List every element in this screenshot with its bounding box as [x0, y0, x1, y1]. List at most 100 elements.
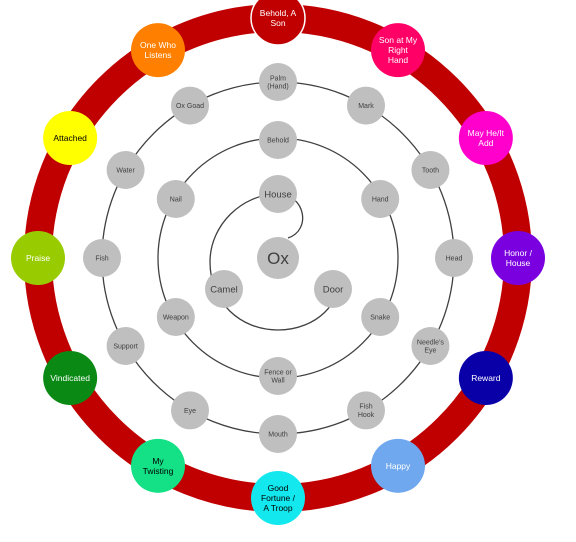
- second-ring-node-label: Weapon: [163, 314, 189, 321]
- outer-node-circle: [250, 0, 306, 46]
- third-ring-node: Eye: [171, 391, 209, 430]
- outer-node: Attached: [43, 111, 98, 165]
- inner-node-label: House: [264, 189, 291, 200]
- second-ring-node: Behold: [259, 121, 297, 159]
- third-ring-node-circle: [435, 239, 473, 277]
- inner-node-label: Camel: [210, 284, 237, 295]
- outer-node-circle: [43, 351, 98, 405]
- second-ring-node-circle: [361, 298, 400, 336]
- outer-node-circle: [371, 23, 425, 78]
- second-ring-node: Hand: [361, 180, 400, 218]
- center-node: Ox: [257, 237, 299, 279]
- second-ring-node-label: Behold: [267, 137, 289, 144]
- center-node-circle: [257, 237, 299, 279]
- second-ring-node: Weapon: [156, 298, 195, 336]
- outer-node-circle: [371, 438, 425, 493]
- outer-node-circle: [43, 111, 98, 165]
- third-ring-node-circle: [411, 327, 450, 365]
- second-ring-node-circle: [259, 357, 297, 395]
- outer-node-label: Honor /House: [504, 248, 533, 268]
- inner-node-label: Door: [323, 284, 344, 295]
- outer-node-label: Praise: [26, 253, 50, 263]
- outer-node-label: Vindicated: [50, 373, 90, 383]
- third-ring-node-label: Ox Goad: [176, 103, 204, 110]
- outer-node: Happy: [371, 438, 425, 493]
- third-ring-node: Head: [435, 239, 473, 277]
- outer-node: Honor /House: [491, 231, 545, 285]
- second-ring-node-circle: [156, 298, 195, 336]
- outer-node-circle: [251, 471, 305, 525]
- third-ring-node: Palm(Hand): [259, 63, 297, 101]
- outer-node-circle: [11, 231, 65, 285]
- inner-node: Camel: [205, 270, 243, 308]
- third-ring-node-circle: [83, 239, 121, 277]
- outer-node: Vindicated: [43, 351, 98, 405]
- outer-node-circle: [131, 23, 185, 78]
- center-node-label: Ox: [267, 249, 289, 268]
- third-ring-node-circle: [259, 415, 297, 453]
- third-ring-node-circle: [171, 86, 209, 125]
- third-ring-node-label: Support: [113, 343, 138, 350]
- second-ring-node: Nail: [156, 180, 195, 218]
- outer-node-circle: [131, 438, 185, 493]
- second-ring-node-label: Hand: [372, 196, 389, 203]
- third-ring-node-circle: [106, 151, 145, 189]
- third-ring-node-label: Mouth: [268, 431, 288, 438]
- second-ring-node-circle: [156, 180, 195, 218]
- third-ring-node: Support: [106, 327, 145, 365]
- third-ring-node-circle: [259, 63, 297, 101]
- third-ring-node-label: Head: [446, 255, 463, 262]
- third-ring-node: Water: [106, 151, 145, 189]
- outer-node-circle: [458, 351, 513, 405]
- second-ring-node-circle: [361, 180, 400, 218]
- third-ring-node-label: Eye: [184, 408, 196, 415]
- third-ring-node: Fish: [83, 239, 121, 277]
- second-ring-node-circle: [259, 121, 297, 159]
- third-ring-node: Ox Goad: [171, 86, 209, 125]
- third-ring-node-circle: [411, 151, 450, 189]
- third-ring-node-label: Tooth: [422, 167, 439, 174]
- outer-node-label: Reward: [471, 373, 501, 383]
- outer-node-circle: [491, 231, 545, 285]
- third-ring-node-label: Palm(Hand): [267, 75, 288, 90]
- third-ring-node-label: Fish: [95, 255, 108, 262]
- third-ring-node-circle: [171, 391, 209, 430]
- third-ring-node-label: Water: [116, 167, 135, 174]
- third-ring-node: Mark: [347, 86, 385, 125]
- inner-node: House: [259, 175, 297, 213]
- inner-node: Door: [314, 270, 352, 308]
- outer-node-label: Happy: [386, 461, 411, 471]
- inner-node-circle: [259, 175, 297, 213]
- second-ring-node: Snake: [361, 298, 400, 336]
- inner-node-circle: [205, 270, 243, 308]
- outer-node-label: Attached: [53, 133, 87, 143]
- second-ring-node-label: Nail: [170, 196, 183, 203]
- third-ring-node-circle: [347, 391, 385, 430]
- third-ring-node-label: Mark: [358, 103, 374, 110]
- third-ring-node: Mouth: [259, 415, 297, 453]
- third-ring-node-circle: [347, 86, 385, 125]
- second-ring-node-label: Snake: [370, 314, 390, 321]
- third-ring-node: Tooth: [411, 151, 450, 189]
- inner-node-circle: [314, 270, 352, 308]
